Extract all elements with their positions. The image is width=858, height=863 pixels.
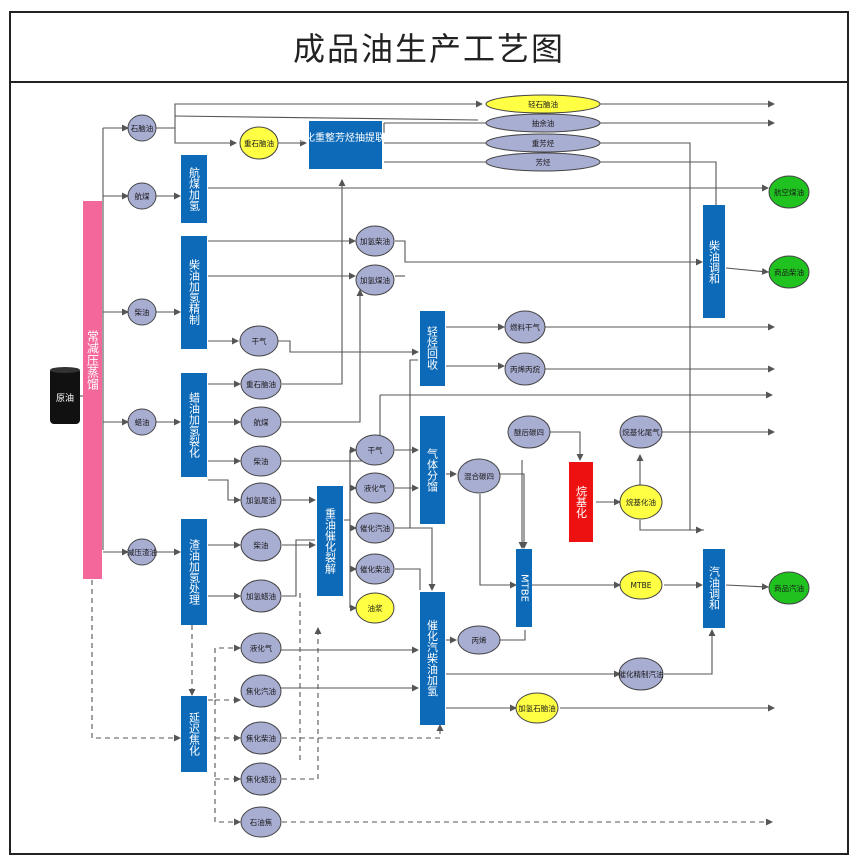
refined-gasoline-label: 催化精制汽油 xyxy=(619,669,664,679)
dashed-lines xyxy=(91,580,773,826)
svg-text:航煤加氢: 航煤加氢 xyxy=(188,166,201,211)
fcc-unit: 重油催化裂解 xyxy=(317,486,343,596)
wax-oil-label: 蜡油 xyxy=(135,417,150,427)
lpg-label: 液化气 xyxy=(364,483,387,493)
diesel-blend-unit: 柴油调和 xyxy=(703,205,725,318)
hc-diesel-label: 柴油 xyxy=(254,456,269,466)
cat-diesel-label: 催化柴油 xyxy=(360,564,390,574)
page-title: 成品油生产工艺图 xyxy=(292,30,565,68)
alkylation-unit: 烷基化 xyxy=(569,462,593,542)
svg-text:蜡油加氢裂化: 蜡油加氢裂化 xyxy=(188,392,201,459)
alk-tail-label: 烷基化尾气 xyxy=(622,427,660,437)
c3-c4-label: 丙烯丙烷 xyxy=(510,364,540,374)
cat-gasoline-label: 催化汽油 xyxy=(360,523,390,533)
coker-wax-label: 焦化蜡油 xyxy=(246,774,276,784)
hc-kerosene-label: 航煤 xyxy=(254,417,269,427)
propylene-label: 丙烯 xyxy=(472,635,487,645)
fuel-gas-label: 燃料干气 xyxy=(510,322,540,332)
oil-barrel-icon: 原油 xyxy=(50,367,80,424)
jet-product-label: 航空煤油 xyxy=(774,187,804,197)
dry-gas-2-label: 干气 xyxy=(368,445,383,455)
coker-diesel-label: 焦化柴油 xyxy=(246,733,276,743)
hc-heavy-naphtha-label: 重石脑油 xyxy=(246,379,276,389)
wax-hydro-unit: 蜡油加氢裂化 xyxy=(181,373,207,477)
svg-text:柴油调和: 柴油调和 xyxy=(708,239,721,285)
diesel-label: 柴油 xyxy=(135,307,150,317)
crude-distillation-label: 常减压蒸馏 xyxy=(86,330,100,391)
svg-text:重油催化裂解: 重油催化裂解 xyxy=(324,507,337,575)
svg-text:气体分馏: 气体分馏 xyxy=(426,447,439,493)
lpg-recovery-unit: 轻烃回收 xyxy=(420,311,445,386)
rh-wax-label: 加氢蜡油 xyxy=(246,591,276,601)
alkylate-label: 烷基化油 xyxy=(626,497,656,507)
slurry-label: 油浆 xyxy=(368,603,383,613)
svg-text:催化汽柴油加氢: 催化汽柴油加氢 xyxy=(426,618,439,696)
aromatics-label: 芳烃 xyxy=(536,157,551,167)
delayed-coking-unit: 延迟焦化 xyxy=(181,696,207,772)
lt-naphtha-label: 轻石脑油 xyxy=(528,99,558,109)
crude-label: 原油 xyxy=(56,392,74,404)
svg-text:烷基化: 烷基化 xyxy=(575,484,588,519)
mixed-c4-label: 混合碳四 xyxy=(464,471,494,481)
diagram-frame: 成品油生产工艺图 xyxy=(9,11,849,855)
resid-label: 减压渣油 xyxy=(127,547,157,557)
coke-label: 石油焦 xyxy=(250,817,273,827)
svg-text:柴油加氢精制: 柴油加氢精制 xyxy=(188,258,201,325)
gasoline-product-label: 商品汽油 xyxy=(774,583,804,593)
hc-tail-label: 加氢尾油 xyxy=(246,495,276,505)
highlight-nodes xyxy=(239,94,663,724)
svg-text:延迟焦化: 延迟焦化 xyxy=(188,712,201,757)
gas-fractionation-unit: 气体分馏 xyxy=(420,416,445,524)
svg-text:渣油加氢处理: 渣油加氢处理 xyxy=(188,538,201,605)
aromatics-complex-unit: 催化重整芳烃抽提联合 xyxy=(295,121,395,169)
coker-gasoline-label: 焦化汽油 xyxy=(246,686,276,696)
naphtha-label: 石脑油 xyxy=(131,123,154,133)
dry-gas-1-label: 干气 xyxy=(252,336,267,346)
mtbe-out-label: MTBE xyxy=(631,581,652,590)
diesel-product-label: 商品柴油 xyxy=(774,267,804,277)
hydro-diesel-label: 加氢柴油 xyxy=(360,236,390,246)
svg-text:汽油调和: 汽油调和 xyxy=(708,565,721,611)
svg-text:MTBE: MTBE xyxy=(519,574,530,602)
crude-distillation-unit: 常减压蒸馏 xyxy=(83,201,102,579)
intermediate-nodes xyxy=(127,113,664,838)
jet-hydro-unit: 航煤加氢 xyxy=(181,155,207,223)
refinery-gas-label: 液化气 xyxy=(250,643,273,653)
product-nodes xyxy=(768,175,810,605)
title-bar: 成品油生产工艺图 xyxy=(11,13,847,83)
kerosene-label: 航煤 xyxy=(135,191,150,201)
resid-hydro-unit: 渣油加氢处理 xyxy=(181,519,207,625)
svg-text:催化重整芳烃抽提联合: 催化重整芳烃抽提联合 xyxy=(295,131,395,144)
heavy-aromatics-label: 重芳烃 xyxy=(532,138,555,148)
etherified-c4-label: 醚后碳四 xyxy=(514,427,544,437)
rh-diesel-label: 柴油 xyxy=(254,540,269,550)
mtbe-unit: MTBE xyxy=(516,549,532,627)
reformate-naphtha-label: 加氢石脑油 xyxy=(518,703,556,713)
heavy-naphtha-label: 重石脑油 xyxy=(244,138,274,148)
hydro-kerosene-label: 加氢煤油 xyxy=(360,275,390,285)
flow-lines xyxy=(80,100,775,712)
svg-text:轻烃回收: 轻烃回收 xyxy=(426,325,439,371)
raffinate-label: 抽余油 xyxy=(532,118,555,128)
gasoline-hydro-unit: 催化汽柴油加氢 xyxy=(420,592,445,725)
gasoline-blend-unit: 汽油调和 xyxy=(703,549,725,628)
diesel-hydro-unit: 柴油加氢精制 xyxy=(181,236,207,349)
node-labels: 石脑油 航煤 柴油 蜡油 减压渣油 轻石脑油 抽余油 重芳烃 芳烃 重石脑油 加… xyxy=(127,99,804,827)
